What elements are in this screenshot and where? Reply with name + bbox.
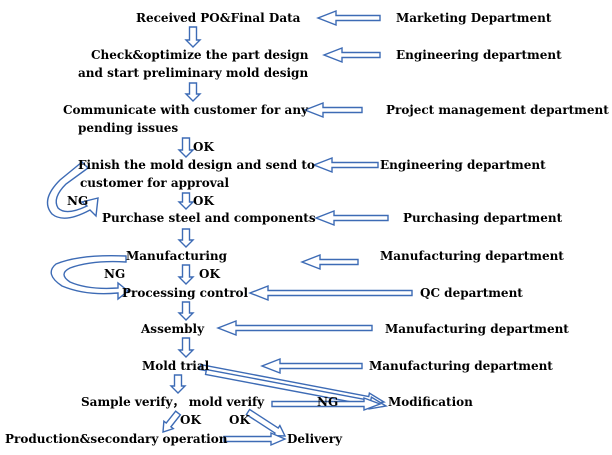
dept-manufacturing-1: Manufacturing department [380, 249, 564, 263]
tag-ok-communicate: OK [193, 140, 214, 154]
dept-purchasing: Purchasing department [403, 211, 563, 225]
arrow-down-received-to-check [184, 26, 202, 48]
step-processing-control: Processing control [122, 286, 249, 300]
tag-ng-modification: NG [317, 395, 339, 409]
arrow-down-assembly-to-trial [177, 337, 195, 358]
dept-marketing: Marketing Department [396, 11, 552, 25]
step-check-optimize-line1: Check&optimize the part design [91, 48, 309, 62]
arrow-manufacturing-1 [300, 253, 359, 271]
step-assembly: Assembly [141, 322, 205, 336]
step-mold-trial: Mold trial [142, 359, 210, 373]
ng-loop-finish-design [46, 161, 99, 219]
dept-manufacturing-2: Manufacturing department [385, 322, 569, 336]
arrow-engineering-2 [312, 156, 379, 174]
step-manufacturing: Manufacturing [126, 249, 228, 263]
step-modification: Modification [388, 395, 473, 409]
step-purchase: Purchase steel and components [102, 211, 316, 225]
dept-qc: QC department [420, 286, 523, 300]
step-communicate-line1: Communicate with customer for any [63, 103, 309, 117]
arrow-down-finish-to-purchase [177, 192, 195, 210]
step-finish-design-line2: customer for approval [80, 176, 230, 190]
dept-engineering-2: Engineering department [380, 158, 546, 172]
tag-ok-manufacturing: OK [199, 267, 220, 281]
tag-ok-delivery: OK [229, 413, 250, 427]
arrow-marketing [316, 9, 381, 27]
tag-ng-finish: NG [67, 194, 89, 208]
arrow-down-manufacturing-to-processing [177, 264, 195, 285]
arrow-down-purchase-to-manufacturing [177, 228, 195, 248]
arrow-ng-sample-to-modification [271, 396, 382, 412]
tag-ok-finish: OK [193, 194, 214, 208]
arrow-ok-to-production [162, 410, 182, 433]
arrow-purchasing [314, 209, 389, 227]
step-communicate-line2: pending issues [78, 121, 179, 135]
ng-loop-manufacturing [50, 255, 130, 301]
arrow-manufacturing-2 [216, 319, 373, 337]
step-production: Production&secondary operation [5, 432, 228, 446]
step-received-po: Received PO&Final Data [136, 11, 301, 25]
arrow-ok-to-delivery [245, 408, 287, 437]
step-delivery: Delivery [287, 432, 343, 446]
connectors [46, 9, 413, 447]
step-check-optimize-line2: and start preliminary mold design [78, 66, 309, 80]
step-sample-verify: Sample verify， mold verify [81, 395, 265, 409]
arrow-down-trial-to-sample [169, 374, 187, 394]
arrow-engineering-1 [322, 46, 381, 64]
tag-ok-production: OK [180, 413, 201, 427]
arrow-production-to-delivery [223, 431, 287, 447]
arrow-manufacturing-3 [260, 357, 363, 375]
arrow-qc [248, 284, 413, 302]
dept-manufacturing-3: Manufacturing department [369, 359, 553, 373]
step-finish-design-line1: Finish the mold design and send to [78, 158, 315, 172]
tag-ng-manufacturing: NG [104, 267, 126, 281]
dept-project-management: Project management department [386, 103, 609, 117]
arrow-down-check-to-communicate [184, 82, 202, 102]
dept-engineering-1: Engineering department [396, 48, 562, 62]
arrow-down-communicate-to-finish [177, 137, 195, 158]
arrow-project-management [303, 101, 363, 119]
arrow-down-processing-to-assembly [177, 301, 195, 321]
